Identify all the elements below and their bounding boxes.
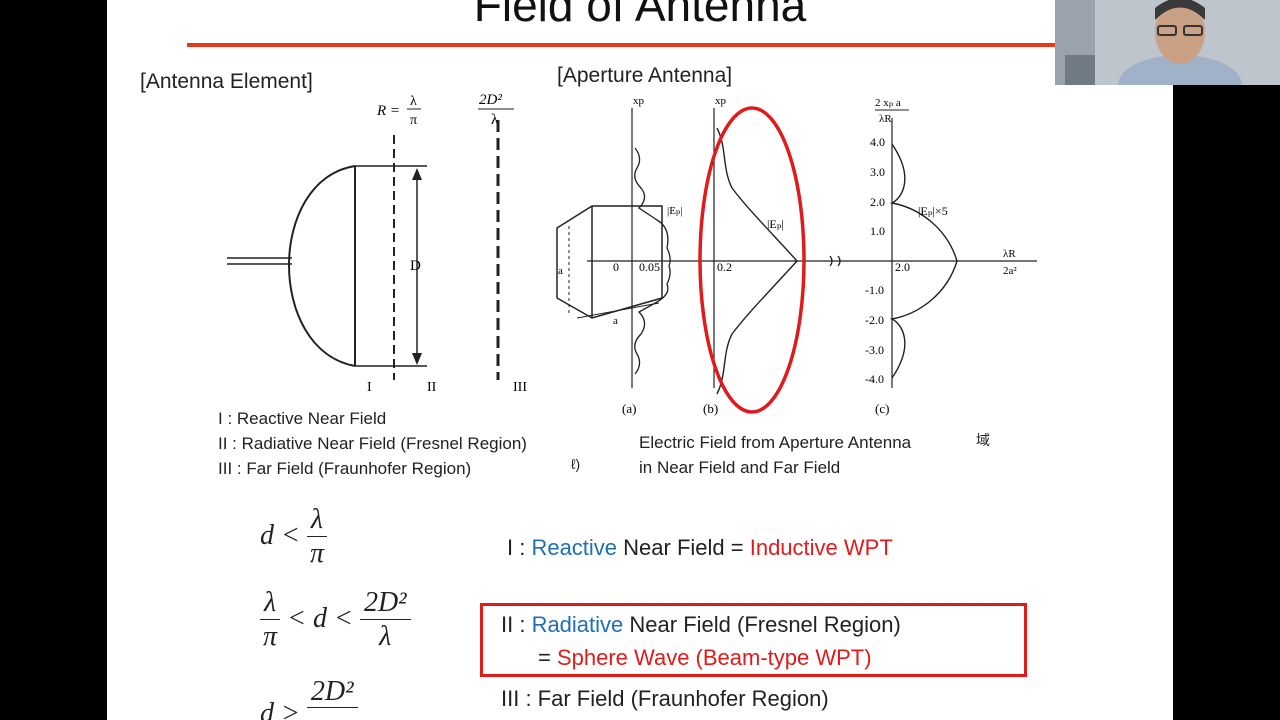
region-ii-wpt-line: = Sphere Wave (Beam-type WPT) [538, 645, 872, 671]
eq2-mid: < d < [287, 603, 353, 635]
panel-a-label: (a) [622, 401, 636, 416]
far-x-axis-den: 2a² [1003, 265, 1017, 277]
antenna-element-figure: D R = λ π 2D² λ I II III [227, 92, 527, 395]
eq3-lhs: d > [260, 698, 300, 720]
ytick-neg-3-0: -3.0 [865, 343, 884, 357]
dimension-d-label: D [410, 258, 421, 274]
region-i-wpt: Inductive WPT [749, 535, 893, 560]
eq1-num: λ [306, 504, 328, 537]
title-underline [187, 43, 1057, 47]
region-i-label: I [367, 380, 372, 395]
field-magnitude-label-b: |Eₚ| [767, 217, 784, 231]
tick-2-0: 2.0 [895, 260, 910, 274]
aperture-antenna-heading: [Aperture Antenna] [557, 64, 733, 87]
ytick-neg-2-0: -2.0 [865, 313, 884, 327]
boundary-r-label: R = [376, 103, 400, 119]
tick-0-2: 0.2 [717, 260, 732, 274]
region-i-description: I : Reactive Near Field = Inductive WPT [507, 535, 893, 561]
eq1-den: π [309, 537, 324, 569]
field-magnitude-label-a: |Eₚ| [667, 205, 683, 217]
far-boundary-numerator: 2D² [479, 92, 502, 108]
panel-b-label: (b) [703, 401, 718, 416]
slide-title: Field of Antenna [473, 0, 807, 31]
ytick-1-0: 1.0 [870, 224, 885, 238]
ytick-neg-4-0: -4.0 [865, 372, 884, 386]
aperture-width-label-bottom: a [613, 315, 618, 327]
legend-line-3: III : Far Field (Fraunhofer Region) [218, 459, 472, 478]
eq1-lhs: d < [260, 520, 300, 552]
ytick-4-0: 4.0 [870, 135, 885, 149]
eq2-den2: λ [379, 620, 392, 652]
far-y-axis-den: λR [879, 113, 892, 125]
eq2-num2: 2D² [359, 587, 411, 620]
far-boundary-denominator: λ [491, 112, 499, 128]
region-ii-equals: = [538, 645, 557, 670]
legend-line-2: II : Radiative Near Field (Fresnel Regio… [218, 434, 527, 453]
region-i-text: Near Field = [617, 535, 750, 560]
region-ii-prefix: II : [501, 612, 532, 637]
presenter-video-feed [1055, 0, 1280, 85]
legend-line-1: I : Reactive Near Field [218, 409, 387, 428]
tick-zero: 0 [613, 260, 619, 274]
region-ii-wpt: Sphere Wave (Beam-type WPT) [556, 645, 872, 670]
figure-caption-line-2: in Near Field and Far Field [639, 458, 841, 477]
eq2-den1: π [263, 620, 278, 652]
region-ii-label: II [427, 380, 437, 395]
figure-caption-line-1: Electric Field from Aperture Antenna [639, 433, 912, 452]
xp-axis-label-b: xp [715, 95, 727, 107]
equation-far-field: d > 2D² [260, 676, 358, 720]
far-y-axis-num: 2 xₚ a [875, 97, 901, 109]
region-i-prefix: I : [507, 535, 532, 560]
presenter-icon [1055, 0, 1280, 85]
radiative-highlight-box [480, 603, 1027, 677]
field-magnitude-label-c: |Eₚ|×5 [918, 204, 948, 218]
boundary-r-numerator: λ [410, 94, 417, 109]
eq2-num1: λ [260, 587, 281, 620]
antenna-element-heading: [Antenna Element] [140, 70, 313, 93]
region-i-keyword: Reactive [531, 535, 618, 560]
stray-mark: ℓ) [571, 456, 581, 472]
far-x-axis-num: λR [1003, 248, 1016, 260]
tick-0-05: 0.05 [639, 260, 660, 274]
eq3-num: 2D² [306, 676, 358, 708]
region-ii-description: II : Radiative Near Field (Fresnel Regio… [501, 612, 901, 638]
xp-axis-label-a: xp [633, 95, 645, 107]
near-field-highlight-ellipse [698, 106, 806, 414]
aperture-width-label-left: a [558, 265, 563, 277]
region-iii-label: III [513, 380, 527, 395]
slide: Field of Antenna [Antenna Element] [Aper… [107, 0, 1173, 720]
stray-kanji: 域 [976, 432, 990, 448]
region-ii-text: Near Field (Fresnel Region) [623, 612, 901, 637]
panel-c-label: (c) [875, 401, 889, 416]
ytick-2-0: 2.0 [870, 195, 885, 209]
boundary-r-denominator: π [410, 113, 417, 128]
aperture-antenna-figure: a a xp |Eₚ| xp |Eₚ| 0 0.05 0.2 2 xₚ a λR… [556, 95, 1037, 416]
ytick-3-0: 3.0 [870, 165, 885, 179]
ytick-neg-1-0: -1.0 [865, 283, 884, 297]
region-ii-keyword: Radiative [531, 612, 624, 637]
region-iii-description: III : Far Field (Fraunhofer Region) [501, 686, 829, 711]
